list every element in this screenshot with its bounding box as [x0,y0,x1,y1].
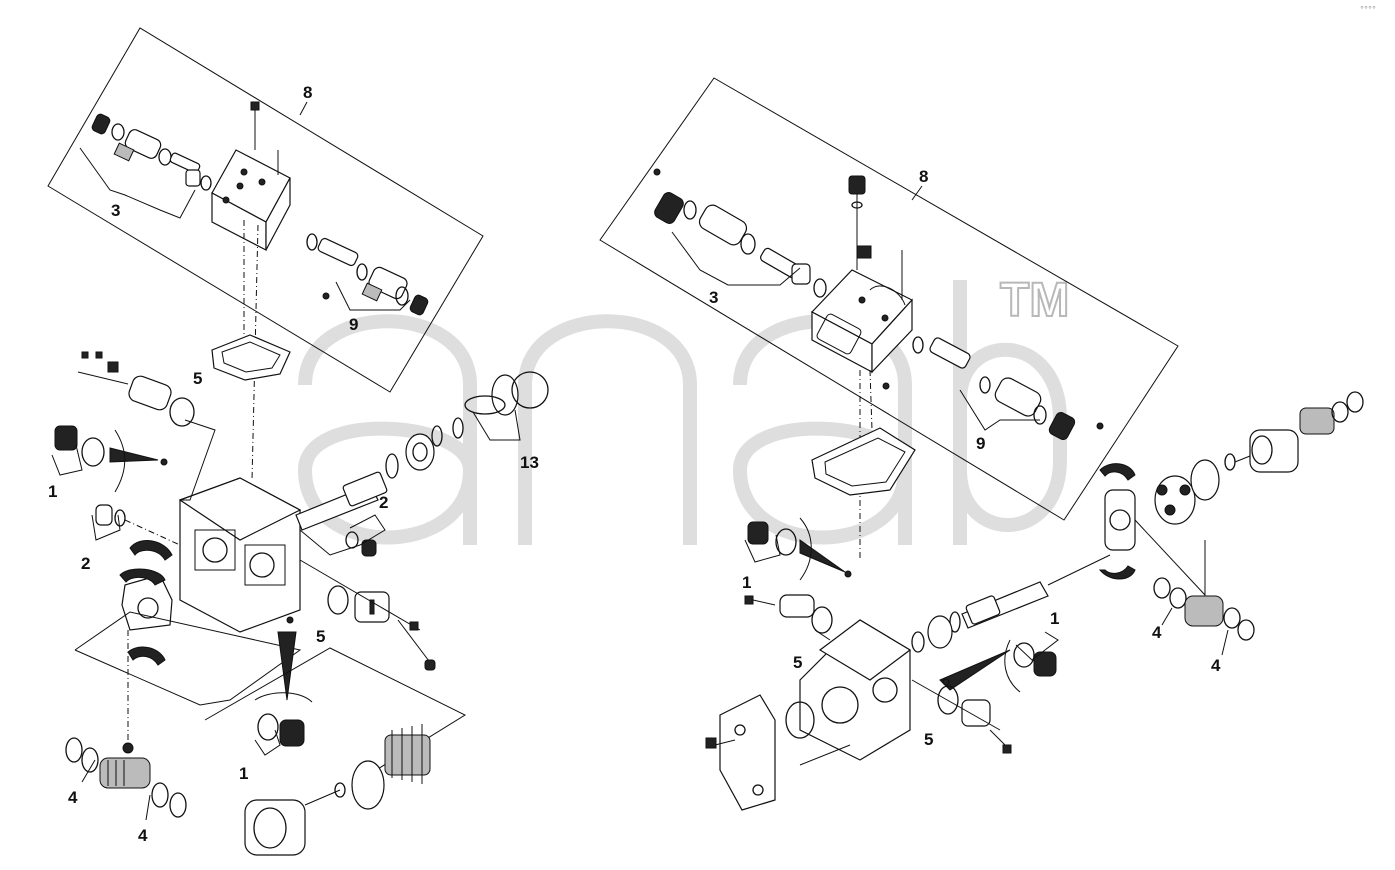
right-seal-5-left [744,594,833,641]
right-gasket [811,427,916,496]
left-callout-labels: 8 3 9 5 13 1 2 2 5 1 4 4 [48,83,539,845]
label-4-right-left: 4 [1152,623,1162,642]
label-8-left: 8 [303,83,312,102]
label-5-left-top: 5 [193,369,202,388]
left-plug-2-mid [299,514,386,557]
label-2-left: 2 [81,554,90,573]
left-spool-3-parts [91,113,212,191]
label-5-right-bottom: 5 [924,730,933,749]
label-8-right: 8 [919,167,928,186]
right-callout-labels: 8 3 9 1 5 1 5 4 4 [709,167,1221,749]
label-9-right: 9 [976,434,985,453]
right-relief-valve-4 [1153,577,1255,656]
label-4-left-bottom: 4 [138,826,148,845]
corner-mark: °°°° [1360,5,1376,14]
label-13-left: 13 [520,453,539,472]
left-swashplate [74,540,302,745]
right-servo-group [1098,391,1364,600]
left-gasket [211,334,291,381]
right-view: 8 3 9 1 5 1 5 4 4 [599,77,1364,811]
left-pump-housing [178,477,302,633]
label-5-left-mid: 5 [316,627,325,646]
label-1-left-bottom: 1 [239,764,248,783]
left-seal-5-mid [286,559,436,671]
label-1-right-left: 1 [742,573,751,592]
right-spool-3-parts [653,168,827,298]
left-rotating-group [204,647,467,856]
label-5-right-left: 5 [793,653,802,672]
left-view: 8 3 9 5 13 1 2 2 5 1 4 4 [47,27,549,856]
left-valve-block [211,101,291,481]
right-seal-5-bottom [911,679,1012,754]
right-drive-shaft [911,554,1111,653]
watermark-logo: TM [298,273,1070,545]
label-3-right: 3 [709,288,718,307]
right-plug-1-right [939,631,1059,693]
right-valve-block [811,175,913,560]
left-seal-kit-5-top [77,351,216,501]
label-1-right-right: 1 [1050,609,1059,628]
label-2-mid: 2 [379,493,388,512]
left-drive-shaft [295,371,549,531]
watermark-trademark: TM [1000,274,1069,327]
right-control-box-outline [599,77,1179,521]
right-pump-housing [705,619,912,811]
left-plug-1 [54,425,168,493]
right-spool-9-parts [882,336,1104,441]
label-9-left: 9 [349,315,358,334]
label-1-left: 1 [48,482,57,501]
left-plug-1-bottom [254,631,313,756]
left-plug-2 [91,504,181,546]
label-3-left: 3 [111,201,120,220]
left-relief-valve-4 [65,737,187,821]
left-control-box-outline [47,27,484,393]
label-4-left-top: 4 [68,788,78,807]
right-plug-1-left [747,517,852,581]
label-4-right-right: 4 [1211,656,1221,675]
left-spool-9-parts [306,233,429,316]
